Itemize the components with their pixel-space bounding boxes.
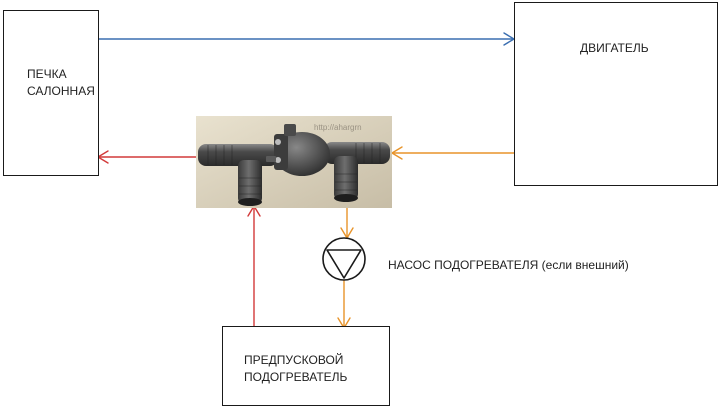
valve-photo-icon: http://ahargrn	[196, 116, 392, 208]
heater-box	[3, 10, 99, 176]
pump-label: НАСОС ПОДОГРЕВАТЕЛЯ (если внешний)	[388, 258, 629, 272]
pump-symbol-icon	[322, 237, 366, 281]
arrow-engine-to-valve	[391, 146, 515, 160]
valve-photo: http://ahargrn	[196, 116, 392, 208]
preheater-box	[222, 326, 390, 406]
arrow-valve-to-heater	[97, 150, 197, 164]
photo-watermark: http://ahargrn	[314, 123, 362, 132]
arrow-preheater-to-valve	[247, 205, 261, 329]
preheater-label: ПРЕДПУСКОВОЙ ПОДОГРЕВАТЕЛЬ	[244, 353, 348, 384]
engine-label: ДВИГАТЕЛЬ	[580, 41, 649, 55]
arrow-pump-to-preheater	[337, 279, 351, 329]
heater-label: ПЕЧКА САЛОННАЯ	[27, 67, 95, 98]
engine-box	[514, 2, 718, 186]
arrow-heater-to-engine	[98, 32, 515, 46]
